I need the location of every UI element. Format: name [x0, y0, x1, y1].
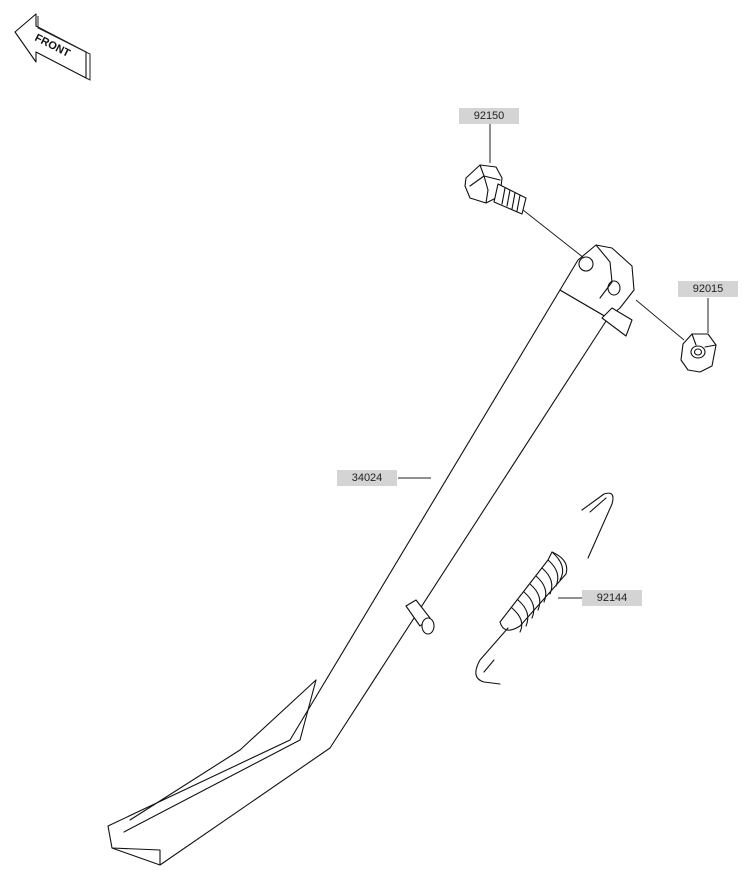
- part-label-92015[interactable]: 92015: [678, 281, 738, 297]
- nut-drawing: [680, 333, 717, 373]
- side-stand-drawing: [107, 244, 635, 866]
- spring-drawing: [475, 492, 614, 685]
- leader-lines: [398, 124, 709, 599]
- part-label-34024[interactable]: 34024: [337, 470, 397, 486]
- part-label-92144[interactable]: 92144: [582, 590, 642, 606]
- bolt-drawing: [464, 164, 527, 215]
- front-arrow-icon: FRONT: [14, 13, 91, 81]
- part-label-92150[interactable]: 92150: [459, 108, 519, 124]
